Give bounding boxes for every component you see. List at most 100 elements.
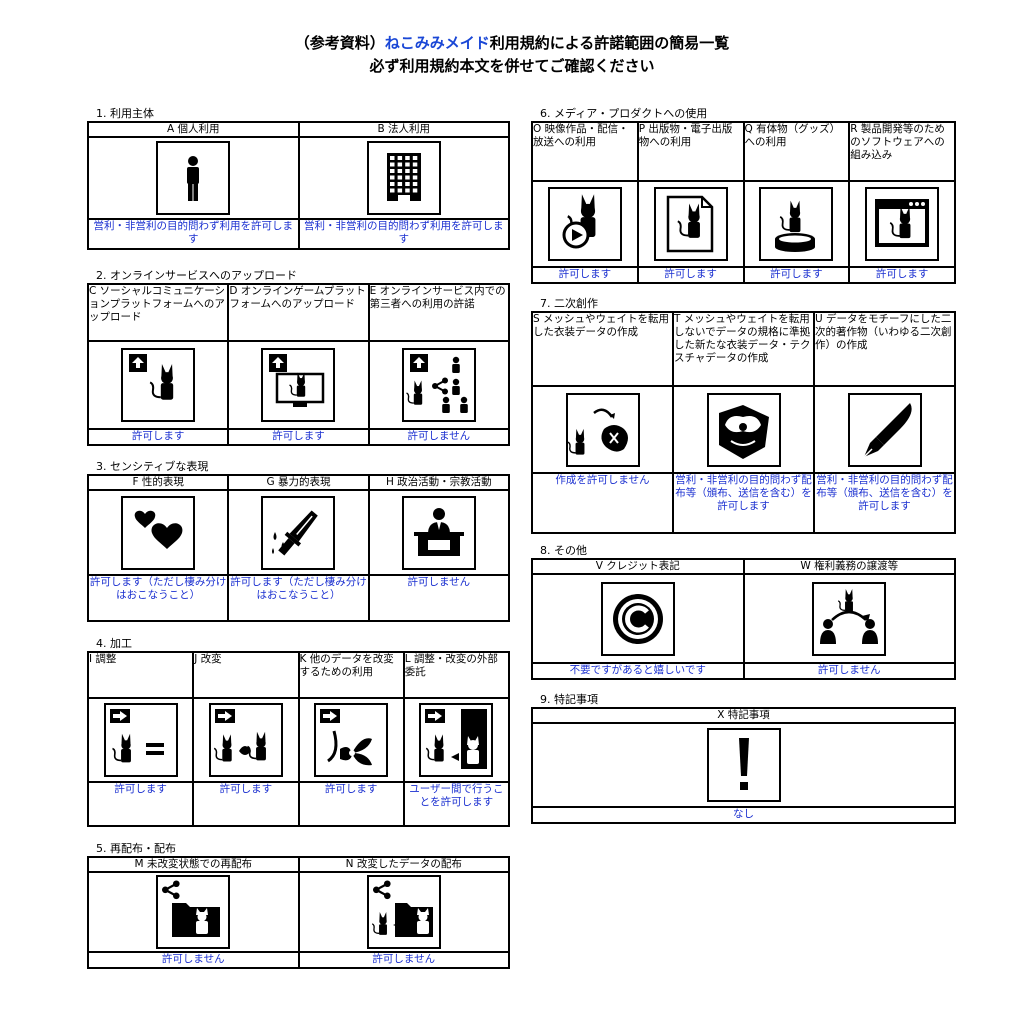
icon-cell: [531, 722, 956, 808]
item-label: S メッシュやウェイトを転用した衣装データの作成: [531, 311, 674, 387]
item-label: E オンラインサービス内での第三者への利用の許諾: [367, 283, 511, 342]
result-row: 許可しません許可しません: [87, 951, 510, 969]
result-row: 許可します許可します許可しますユーザー間で行うことを許可します: [86, 781, 511, 827]
section-title: 7. 二次創作: [540, 297, 598, 310]
icon-row: [531, 385, 956, 474]
title-suffix: 利用規約による許諾範囲の簡易一覧: [489, 34, 730, 52]
person-icon: [156, 141, 231, 215]
icon-cell: [297, 136, 510, 220]
permission-result: 許可します: [86, 781, 195, 827]
item-label: X 特記事項: [531, 707, 956, 724]
icon-cell: [367, 340, 511, 430]
section-title: 8. その他: [540, 544, 587, 557]
permission-result: 営利・非営利の目的問わず配布等（頒布、送信を含む）を許可します: [813, 472, 956, 534]
permission-result: 許可します: [636, 266, 745, 284]
result-row: 許可します許可します許可します許可します: [531, 266, 956, 284]
icon-cell: [813, 385, 956, 474]
software-window-icon: [865, 187, 940, 261]
section-title: 2. オンラインサービスへのアップロード: [96, 269, 297, 282]
item-label: Q 有体物（グッズ）への利用: [742, 121, 851, 182]
permission-result: 作成を許可しません: [531, 472, 674, 534]
modify-cats-icon: [208, 703, 283, 777]
item-label: M 未改変状態での再配布: [87, 856, 300, 873]
result-row: 営利・非営利の目的問わず利用を許可します営利・非営利の目的問わず利用を許可します: [87, 218, 510, 250]
icon-row: [87, 871, 510, 953]
icon-cell: [531, 180, 639, 268]
icon-cell: [86, 697, 195, 783]
permission-result: 不要ですがあると嬉しいです: [531, 662, 745, 680]
item-label: W 権利義務の譲渡等: [742, 558, 956, 575]
item-label: U データをモチーフにした二次的著作物（いわゆる二次創作）の作成: [813, 311, 956, 387]
permission-result: 許可しません: [87, 951, 300, 969]
share-to-users-icon: [401, 348, 476, 422]
permission-result: 許可します（ただし棲み分けはおこなうこと）: [227, 574, 370, 622]
section-title: 6. メディア・プロダクトへの使用: [540, 107, 708, 120]
icon-cell: [531, 385, 674, 474]
icon-cell: [402, 697, 511, 783]
exclamation-icon: [706, 728, 781, 802]
pen-nib-icon: [847, 392, 922, 467]
icon-cell: [297, 697, 405, 783]
rights-transfer-icon: [812, 581, 887, 656]
title-prefix: （参考資料）: [294, 34, 385, 52]
icon-cell: [367, 489, 511, 576]
item-label: K 他のデータを改変するための利用: [297, 651, 405, 699]
hearts-icon: [121, 495, 196, 570]
item-label: T メッシュやウェイトを転用しないでデータの規格に準拠した新たな衣装データ・テク…: [672, 311, 815, 387]
item-label: R 製品開発等のためのソフトウェアへの組み込み: [848, 121, 956, 182]
icon-cell: [742, 180, 851, 268]
permission-result: なし: [531, 806, 956, 824]
icon-cell: [86, 340, 230, 430]
permission-result: 営利・非営利の目的問わず利用を許可します: [87, 218, 300, 250]
page-title: （参考資料）ねこみみメイド利用規約による許諾範囲の簡易一覧: [0, 32, 1024, 54]
permission-result: 許可します: [531, 266, 639, 284]
item-label: C ソーシャルコミュニケーションプラットフォームへのアップロード: [86, 283, 230, 342]
outsource-icon: [419, 703, 494, 777]
permission-result: 許可します（ただし棲み分けはおこなうこと）: [86, 574, 230, 622]
ribbon-material-icon: [314, 703, 389, 777]
permission-result: ユーザー間で行うことを許可します: [402, 781, 511, 827]
section-title: 4. 加工: [96, 637, 132, 650]
result-row: 不要ですがあると嬉しいです許可しません: [531, 662, 956, 680]
title-brand: ねこみみメイド: [384, 34, 490, 52]
item-label: L 調整・改変の外部委託: [402, 651, 511, 699]
item-label: D オンラインゲームプラットフォームへのアップロード: [227, 283, 370, 342]
upload-game-monitor-icon: [261, 348, 336, 422]
share-modified-folder-icon: [366, 875, 441, 949]
new-costume-icon: [706, 392, 781, 467]
icon-cell: [227, 489, 370, 576]
icon-cell: [192, 697, 300, 783]
section-title: 5. 再配布・配布: [96, 842, 176, 855]
permission-result: 許可しません: [367, 574, 511, 622]
icon-cell: [297, 871, 510, 953]
icon-cell: [848, 180, 956, 268]
permission-result: 許可します: [742, 266, 851, 284]
icon-cell: [636, 180, 745, 268]
item-label: P 出版物・電子出版物への利用: [636, 121, 745, 182]
permission-result: 営利・非営利の目的問わず利用を許可します: [297, 218, 510, 250]
item-label: J 改変: [192, 651, 300, 699]
mesh-transfer-icon: [565, 392, 640, 467]
icon-row: [531, 573, 956, 664]
icon-row: [531, 722, 956, 808]
permission-result: 許可します: [227, 428, 370, 446]
permission-table: X 特記事項なし: [531, 707, 956, 824]
section-title: 9. 特記事項: [540, 693, 598, 706]
